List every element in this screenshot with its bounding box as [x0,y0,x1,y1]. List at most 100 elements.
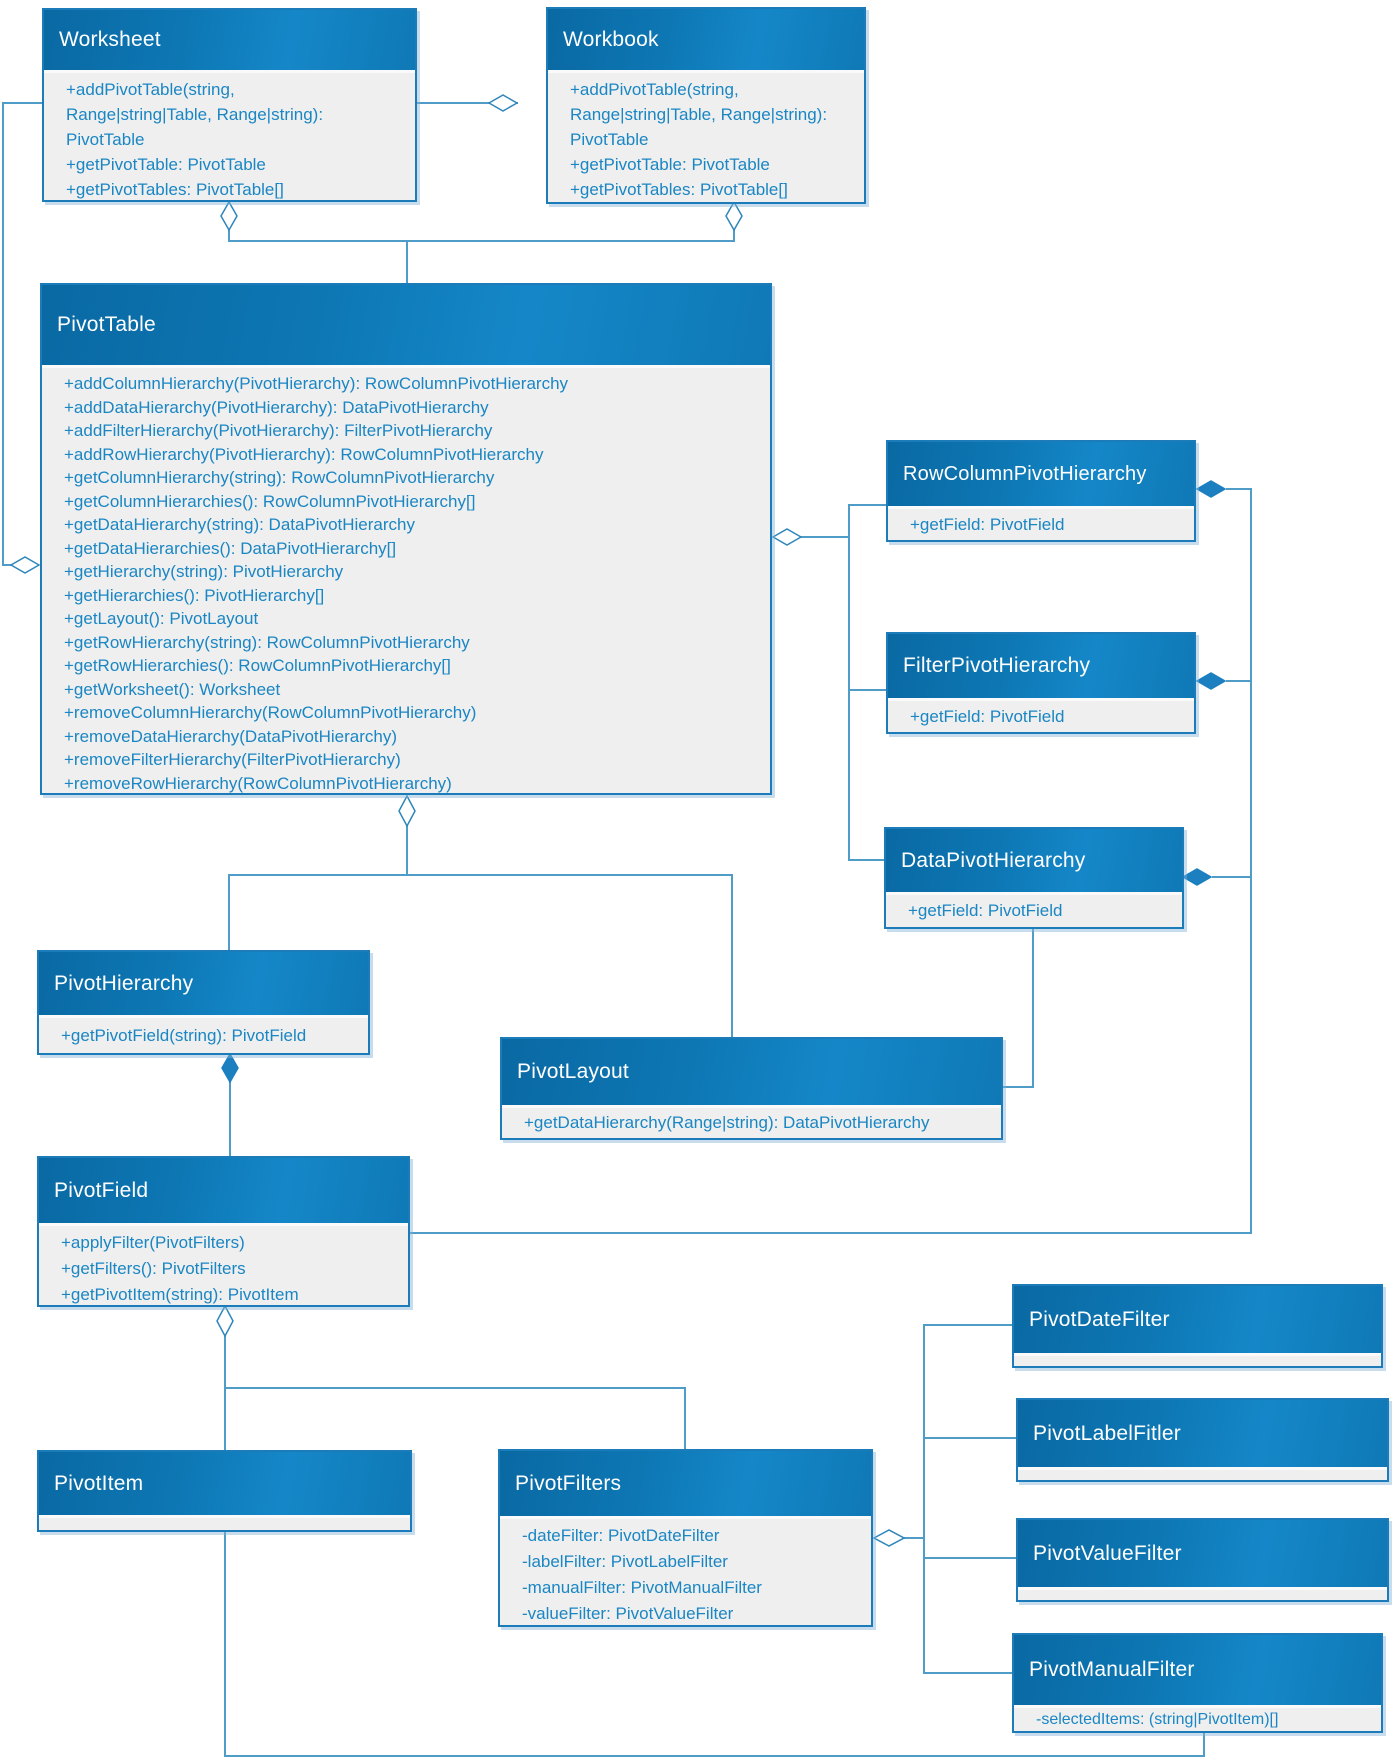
class-datapivothierarchy-members: +getField: PivotField [886,892,1182,927]
member-line: +addDataHierarchy(PivotHierarchy): DataP… [64,397,489,417]
class-pivothierarchy-members: +getPivotField(string): PivotField [39,1015,368,1053]
connector-manualfilter-bottom-v [1203,1729,1205,1757]
class-pivottable-title: PivotTable [42,285,770,365]
class-pivotfield: PivotField +applyFilter(PivotFilters) +ge… [37,1156,410,1307]
member-line: +addColumnHierarchy(PivotHierarchy): Row… [64,374,569,393]
connector-worksheet-stem [228,230,230,242]
member-line: -valueFilter: PivotValueFilter [522,1604,734,1623]
connector-stub-valuefilter [923,1557,1017,1559]
class-worksheet-title: Worksheet [44,10,415,70]
class-pivotvaluefilter-members [1018,1587,1387,1600]
class-filterpivothierarchy: FilterPivotHierarchy +getField: PivotFie… [886,632,1196,734]
aggregation-diamond-icon [220,200,238,232]
member-line: +getColumnHierarchy(string): RowColumnPi… [64,468,495,487]
class-pivotfilters-members: -dateFilter: PivotDateFilter -labelFilter… [500,1516,871,1625]
member-line: +getDataHierarchies(): DataPivotHierarch… [64,538,397,558]
class-pivotlabelfitler-title: PivotLabelFitler [1018,1400,1387,1467]
aggregation-diamond-icon [771,527,803,547]
member-line: +removeColumnHierarchy(RowColumnPivotHie… [64,703,477,722]
member-line: +getRowHierarchies(): RowColumnPivotHier… [64,656,451,675]
class-pivotlabelfitler: PivotLabelFitler [1016,1398,1389,1482]
composition-diamond-icon [1195,479,1227,499]
member-line: -manualFilter: PivotManualFilter [522,1578,762,1597]
connector-pivotfield-bottom-stem [224,1336,226,1450]
member-line: +getDataHierarchy(string): DataPivotHier… [64,515,415,534]
member-line: +removeFilterHierarchy(FilterPivotHierar… [64,750,401,769]
aggregation-diamond-icon [725,200,743,232]
connector-pivottable-right-h [800,536,850,538]
member-line: +addFilterHierarchy(PivotHierarchy): Fil… [64,421,493,440]
connector-stub-labelfilter [923,1437,1017,1439]
connector-drop-pivotfilters [684,1387,686,1449]
class-pivotlabelfitler-members [1018,1467,1387,1480]
member-line: Range|string|Table, Range|string): [66,105,324,124]
member-line: +getLayout(): PivotLayout [64,609,259,628]
connector-pivotfield-right-h [410,1232,1252,1234]
member-line: +getHierarchies(): PivotHierarchy[] [64,585,325,605]
class-pivottable-members: +addColumnHierarchy(PivotHierarchy): Row… [42,365,770,793]
class-pivotmanualfilter-members: -selectedItems: (string|PivotItem)[] [1014,1705,1381,1731]
class-datapivothierarchy-title: DataPivotHierarchy [886,829,1182,892]
member-line: +applyFilter(PivotFilters) [61,1233,245,1252]
aggregation-diamond-icon [872,1528,906,1548]
class-pivotfilters-title: PivotFilters [500,1451,871,1516]
class-pivotlayout-members: +getDataHierarchy(Range|string): DataPiv… [502,1105,1001,1138]
member-line: PivotTable [570,130,649,149]
connector-top-junction-h [228,240,735,242]
connector-stub-filterhierarchy [848,689,888,691]
class-rowcolumnpivothierarchy: RowColumnPivotHierarchy +getField: Pivot… [886,440,1196,542]
connector-filters-trunk-v [923,1324,925,1674]
composition-diamond-icon [1181,867,1213,887]
class-datapivothierarchy: DataPivotHierarchy +getField: PivotField [884,827,1184,929]
member-line: +getPivotTables: PivotTable[] [66,180,284,199]
aggregation-diamond-icon [487,93,519,113]
connector-drop-pivotlayout [731,874,733,1037]
class-pivotfield-members: +applyFilter(PivotFilters) +getFilters():… [39,1223,408,1305]
class-pivotvaluefilter-title: PivotValueFilter [1018,1520,1387,1587]
class-pivotdatefilter: PivotDateFilter [1012,1284,1383,1368]
member-line: -labelFilter: PivotLabelFilter [522,1552,728,1571]
connector-rowcolumn-diamond-h [1226,488,1252,490]
class-pivotvaluefilter: PivotValueFilter [1016,1518,1389,1602]
connector-worksheet-pivottable-h2 [2,564,12,566]
class-worksheet: Worksheet +addPivotTable(string, Range|st… [42,8,417,202]
member-line: +getFilters(): PivotFilters [61,1259,246,1278]
connector-pivotfilters-diamond-h [903,1537,925,1539]
connector-hierarchy-trunk-v [848,504,850,861]
connector-datapivot-layout-h [1003,1086,1034,1088]
member-line: +getPivotTables: PivotTable[] [570,180,788,199]
member-line: +getDataHierarchy(Range|string): DataPiv… [524,1113,930,1132]
class-pivotitem: PivotItem [37,1450,412,1532]
aggregation-diamond-icon [9,555,41,575]
member-line: +getColumnHierarchies(): RowColumnPivotH… [64,491,476,511]
member-line: +getHierarchy(string): PivotHierarchy [64,562,344,581]
connector-datapivot-layout-v [1032,927,1034,1088]
member-line: +getPivotTable: PivotTable [570,155,770,174]
member-line: -dateFilter: PivotDateFilter [522,1526,720,1545]
connector-pivottable-bottom-stem [406,826,408,876]
connector-pivottable-top-drop [406,240,408,283]
class-pivotfield-title: PivotField [39,1158,408,1223]
member-line: +addPivotTable(string, [66,80,235,99]
connector-worksheet-pivottable-v [2,102,4,566]
class-pivotitem-members [39,1515,410,1530]
member-line: -selectedItems: (string|PivotItem)[] [1036,1710,1279,1728]
class-worksheet-members: +addPivotTable(string, Range|string|Table… [44,70,415,200]
connector-worksheet-workbook [417,102,518,104]
connector-stub-datahierarchy [848,859,886,861]
connector-stub-manualfilter [923,1672,1013,1674]
member-line: +getWorksheet(): Worksheet [64,679,281,699]
member-line: +getPivotTable: PivotTable [66,155,266,174]
member-line: +getRowHierarchy(string): RowColumnPivot… [64,632,470,652]
connector-bottom-h [224,1755,1205,1757]
member-line: +addRowHierarchy(PivotHierarchy): RowCol… [64,444,544,464]
class-pivothierarchy-title: PivotHierarchy [39,952,368,1015]
connector-pivotitem-bottom-v [224,1530,226,1757]
class-workbook-title: Workbook [548,9,864,70]
class-pivotitem-title: PivotItem [39,1452,410,1515]
member-line: +removeDataHierarchy(DataPivotHierarchy) [64,726,398,746]
member-line: +getPivotItem(string): PivotItem [61,1285,299,1304]
connector-workbook-stem [733,230,735,242]
connector-filter-diamond-h [1226,680,1252,682]
